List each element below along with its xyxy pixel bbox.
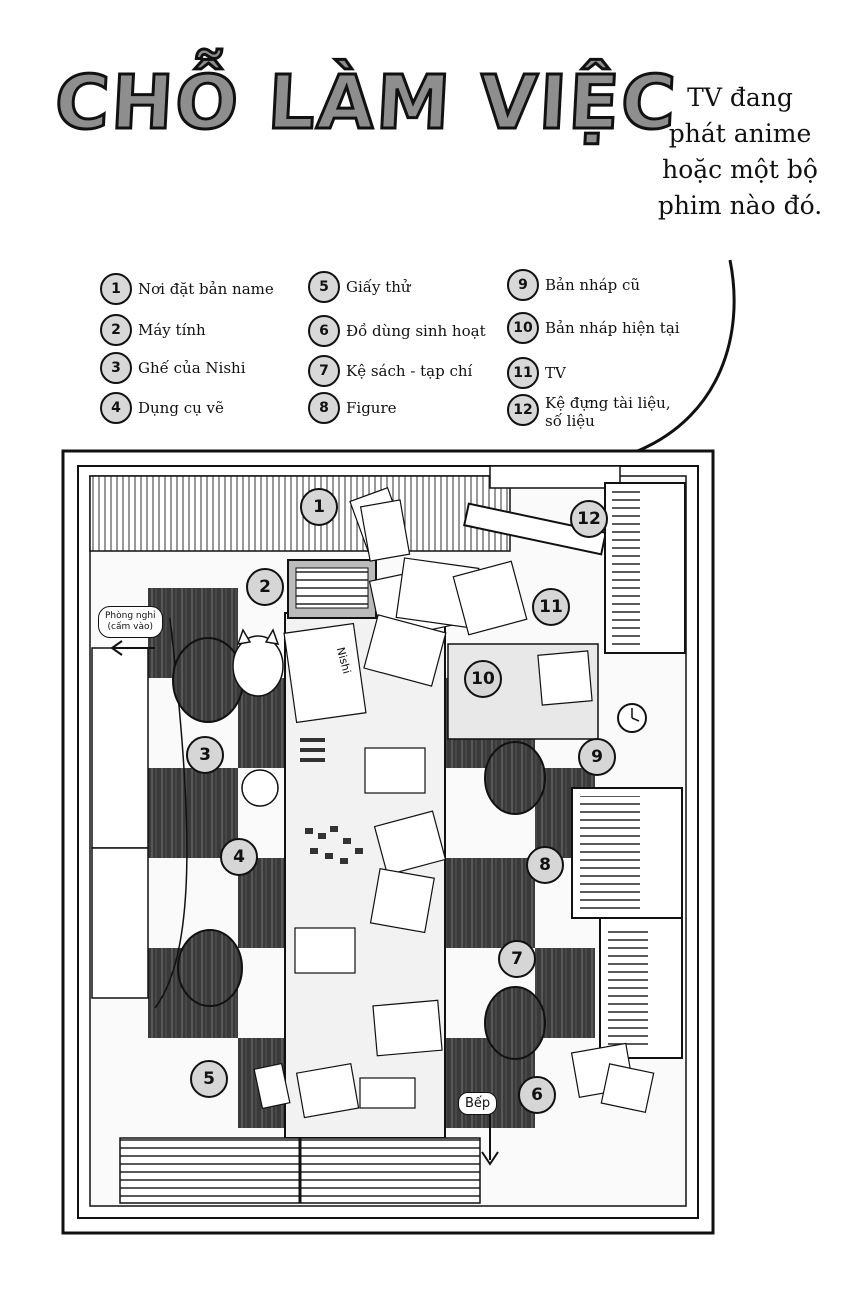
room-floor-plan: 1 2 3 4 5 6 7 8 9 10 11 12 Phòng nghỉ (c…	[60, 448, 716, 1236]
legend-number: 7	[308, 355, 340, 387]
marker-11: 11	[532, 588, 570, 626]
legend-item: 6 Đồ dùng sinh hoạt	[308, 315, 486, 347]
legend-label-line: số liệu	[545, 412, 595, 430]
tv-note-line: phát anime	[668, 119, 812, 148]
marker-1: 1	[300, 488, 338, 526]
legend-label-line: Kệ đựng tài liệu,	[545, 394, 671, 412]
legend-number: 6	[308, 315, 340, 347]
rest-room-bubble: Phòng nghỉ (cấm vào)	[98, 606, 163, 638]
tv-note-line: phim nào đó.	[657, 191, 823, 220]
tv-note-line: hoặc một bộ	[662, 155, 818, 184]
marker-10: 10	[464, 660, 502, 698]
legend-label: Nơi đặt bản name	[138, 280, 274, 298]
legend-number: 10	[507, 312, 539, 344]
legend-item: 8 Figure	[308, 392, 397, 424]
legend-item: 10 Bản nháp hiện tại	[507, 312, 680, 344]
legend-item: 5 Giấy thử	[308, 271, 411, 303]
legend-number: 3	[100, 352, 132, 384]
legend-label: Máy tính	[138, 321, 206, 339]
legend-number: 9	[507, 269, 539, 301]
marker-7: 7	[498, 940, 536, 978]
legend-item: 4 Dụng cụ vẽ	[100, 392, 224, 424]
legend-label: Kệ sách - tạp chí	[346, 362, 473, 380]
legend-label: Kệ đựng tài liệu, số liệu	[545, 394, 671, 430]
page-title: CHỖ LÀM VIỆC	[51, 59, 681, 148]
legend-label: Figure	[346, 399, 397, 417]
chair	[484, 741, 546, 815]
legend-item: 11 TV	[507, 357, 566, 389]
marker-12: 12	[570, 500, 608, 538]
papers-on-desk	[283, 622, 447, 1119]
legend-item: 12 Kệ đựng tài liệu, số liệu	[507, 394, 671, 430]
legend-item: 7 Kệ sách - tạp chí	[308, 355, 472, 387]
legend-number: 1	[100, 273, 132, 305]
marker-3: 3	[186, 736, 224, 774]
legend-label: Đồ dùng sinh hoạt	[346, 322, 486, 340]
legend-number: 2	[100, 314, 132, 346]
legend-number: 4	[100, 392, 132, 424]
rest-room-label: Phòng nghỉ	[105, 611, 156, 621]
legend-item: 1 Nơi đặt bản name	[100, 273, 274, 305]
tv	[463, 502, 607, 556]
marker-9: 9	[578, 738, 616, 776]
marker-5: 5	[190, 1060, 228, 1098]
legend-label: Bản nháp hiện tại	[545, 319, 680, 337]
curtain	[89, 475, 511, 552]
legend-item: 2 Máy tính	[100, 314, 206, 346]
legend: 1 Nơi đặt bản name 2 Máy tính 3 Ghế của …	[95, 268, 715, 443]
drawing-tools	[300, 738, 363, 864]
chair	[177, 929, 243, 1007]
floor-plan-drawing	[61, 449, 715, 1235]
legend-item: 3 Ghế của Nishi	[100, 352, 246, 384]
marker-2: 2	[246, 568, 284, 606]
tv-note-line: TV đang	[687, 83, 793, 112]
legend-label: Dụng cụ vẽ	[138, 399, 224, 417]
legend-item: 9 Bản nháp cũ	[507, 269, 640, 301]
marker-8: 8	[526, 846, 564, 884]
tv-note: TV đang phát anime hoặc một bộ phim nào …	[640, 80, 840, 224]
marker-4: 4	[220, 838, 258, 876]
air-conditioner	[489, 465, 621, 489]
legend-label: Ghế của Nishi	[138, 359, 246, 377]
legend-number: 8	[308, 392, 340, 424]
legend-label: Giấy thử	[346, 278, 411, 296]
legend-number: 12	[507, 394, 539, 426]
marker-6: 6	[518, 1076, 556, 1114]
nishi-chair	[172, 637, 244, 723]
current-drafts	[363, 557, 528, 687]
legend-label: Bản nháp cũ	[545, 276, 641, 294]
legend-number: 5	[308, 271, 340, 303]
kitchen-bubble: Bếp	[458, 1092, 498, 1115]
chair	[484, 986, 546, 1060]
cat-plush	[232, 628, 284, 697]
rest-room-note: (cấm vào)	[107, 622, 153, 632]
legend-label: TV	[545, 364, 566, 382]
legend-number: 11	[507, 357, 539, 389]
